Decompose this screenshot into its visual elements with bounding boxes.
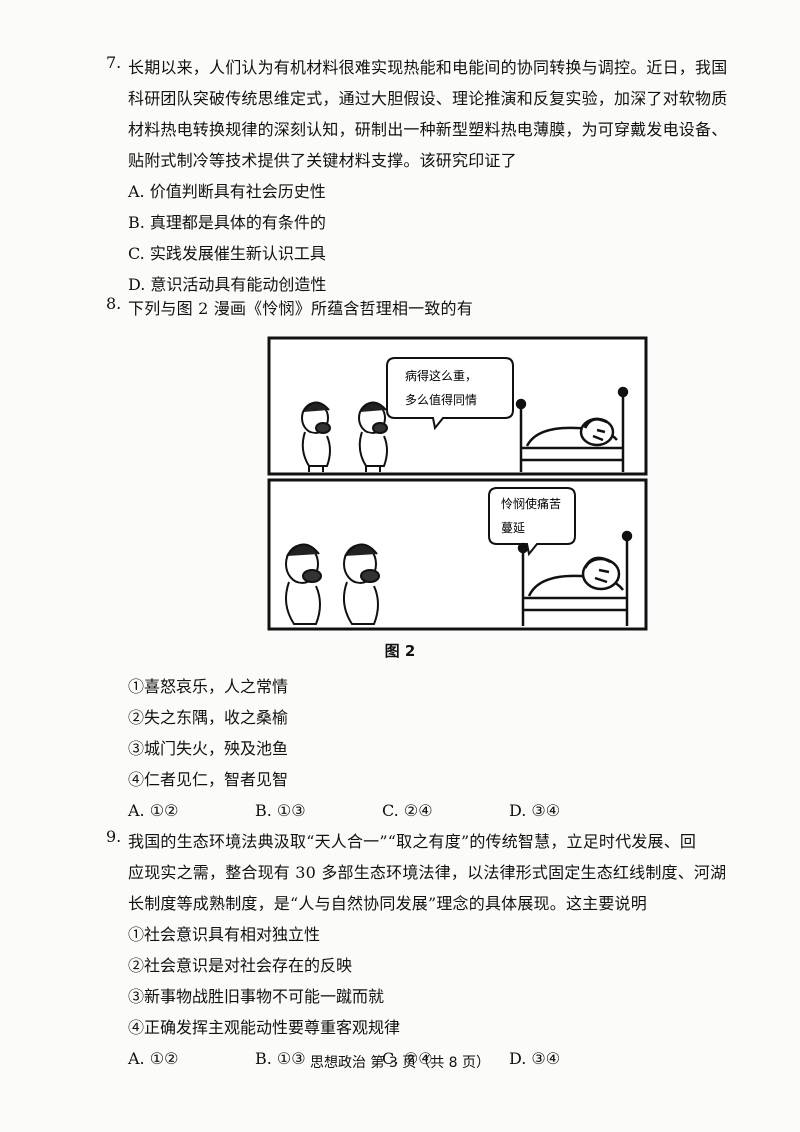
choice-d: D. ③④ bbox=[509, 801, 561, 820]
page-footer: 思想政治 第 3 页（共 8 页） bbox=[309, 1055, 491, 1071]
option-d: D. 意识活动具有能动创造性 bbox=[128, 275, 327, 294]
choice-a: A. ①② bbox=[128, 801, 179, 820]
person-figure bbox=[358, 401, 388, 472]
bubble-text: 怜悯使痛苦 bbox=[501, 496, 561, 511]
choice-b: B. ①③ bbox=[255, 1049, 306, 1068]
statement-3: ③新事物战胜旧事物不可能一蹴而就 bbox=[128, 987, 385, 1006]
choice-d: D. ③④ bbox=[509, 1049, 561, 1068]
question-8-options: ①喜怒哀乐，人之常情 ②失之东隅，收之桑榆 ③城门失火，殃及池鱼 ④仁者见仁，智… bbox=[128, 671, 768, 826]
statement-1: ①社会意识具有相对独立性 bbox=[128, 925, 321, 944]
question-number: 8. bbox=[106, 294, 122, 313]
choice-a: A. ①② bbox=[128, 1049, 179, 1068]
question-stem-line: 科研团队突破传统思维定式，通过大胆假设、理论推演和反复实验，加深了对软物质 bbox=[128, 89, 728, 108]
statement-4: ④正确发挥主观能动性要尊重客观规律 bbox=[128, 1018, 401, 1037]
bed-with-patient bbox=[515, 386, 629, 472]
statement-4: ④仁者见仁，智者见智 bbox=[128, 770, 289, 789]
question-stem-line: 贴附式制冷等技术提供了关键材料支撑。该研究印证了 bbox=[128, 151, 517, 170]
choice-row: A. ①② B. ①③ C. ②④ D. ③④ bbox=[128, 795, 768, 826]
question-8: 8. 下列与图 2 漫画《怜悯》所蕴含哲理相一致的有 bbox=[106, 293, 768, 324]
option-b: B. 真理都是具体的有条件的 bbox=[128, 213, 326, 232]
statement-2: ②社会意识是对社会存在的反映 bbox=[128, 956, 353, 975]
comic-panel-2 bbox=[267, 478, 648, 631]
option-a: A. 价值判断具有社会历史性 bbox=[128, 182, 326, 201]
figure-caption: 图 2 bbox=[384, 642, 416, 660]
bubble-text: 蔓延 bbox=[501, 521, 525, 535]
bed-with-patient bbox=[517, 530, 633, 626]
comic-figure: 病得这么重， 多么值得同情 怜悯使痛苦 蔓延 bbox=[267, 336, 648, 631]
question-7: 7. 长期以来，人们认为有机材料很难实现热能和电能间的协同转换与调控。近日，我国… bbox=[106, 52, 768, 300]
question-9: 9. 我国的生态环境法典汲取“天人合一”“取之有度”的传统智慧，立足时代发展、回… bbox=[106, 826, 768, 1074]
option-c: C. 实践发展催生新认识工具 bbox=[128, 244, 326, 263]
question-stem-line: 长制度等成熟制度，是“人与自然协同发展”理念的具体展现。这主要说明 bbox=[128, 894, 647, 913]
bubble-text: 多么值得同情 bbox=[405, 392, 477, 407]
choice-c: C. ②④ bbox=[382, 801, 433, 820]
choice-c: C. ②④ bbox=[382, 1049, 433, 1068]
question-stem-line: 长期以来，人们认为有机材料很难实现热能和电能间的协同转换与调控。近日，我国 bbox=[128, 58, 728, 77]
speech-bubble-1: 病得这么重， 多么值得同情 bbox=[386, 357, 514, 431]
question-number: 9. bbox=[106, 827, 122, 846]
bubble-text: 病得这么重， bbox=[405, 368, 477, 383]
question-stem-line: 应现实之需，整合现有 30 多部生态环境法律，以法律形式固定生态红线制度、河湖 bbox=[128, 863, 727, 882]
statement-3: ③城门失火，殃及池鱼 bbox=[128, 739, 289, 758]
person-figure bbox=[342, 543, 380, 625]
question-number: 7. bbox=[106, 53, 122, 72]
choice-row: A. ①② B. ①③ C. ②④ D. ③④ bbox=[128, 1043, 768, 1074]
question-stem-line: 我国的生态环境法典汲取“天人合一”“取之有度”的传统智慧，立足时代发展、回 bbox=[128, 832, 697, 851]
question-stem-line: 下列与图 2 漫画《怜悯》所蕴含哲理相一致的有 bbox=[128, 299, 473, 318]
choice-b: B. ①③ bbox=[255, 801, 306, 820]
speech-bubble-2: 怜悯使痛苦 蔓延 bbox=[488, 487, 576, 557]
person-figure bbox=[301, 401, 331, 472]
question-stem-line: 材料热电转换规律的深刻认知，研制出一种新型塑料热电薄膜，为可穿戴发电设备、 bbox=[128, 120, 728, 139]
statement-2: ②失之东隅，收之桑榆 bbox=[128, 708, 289, 727]
statement-1: ①喜怒哀乐，人之常情 bbox=[128, 677, 289, 696]
person-figure bbox=[284, 543, 322, 625]
